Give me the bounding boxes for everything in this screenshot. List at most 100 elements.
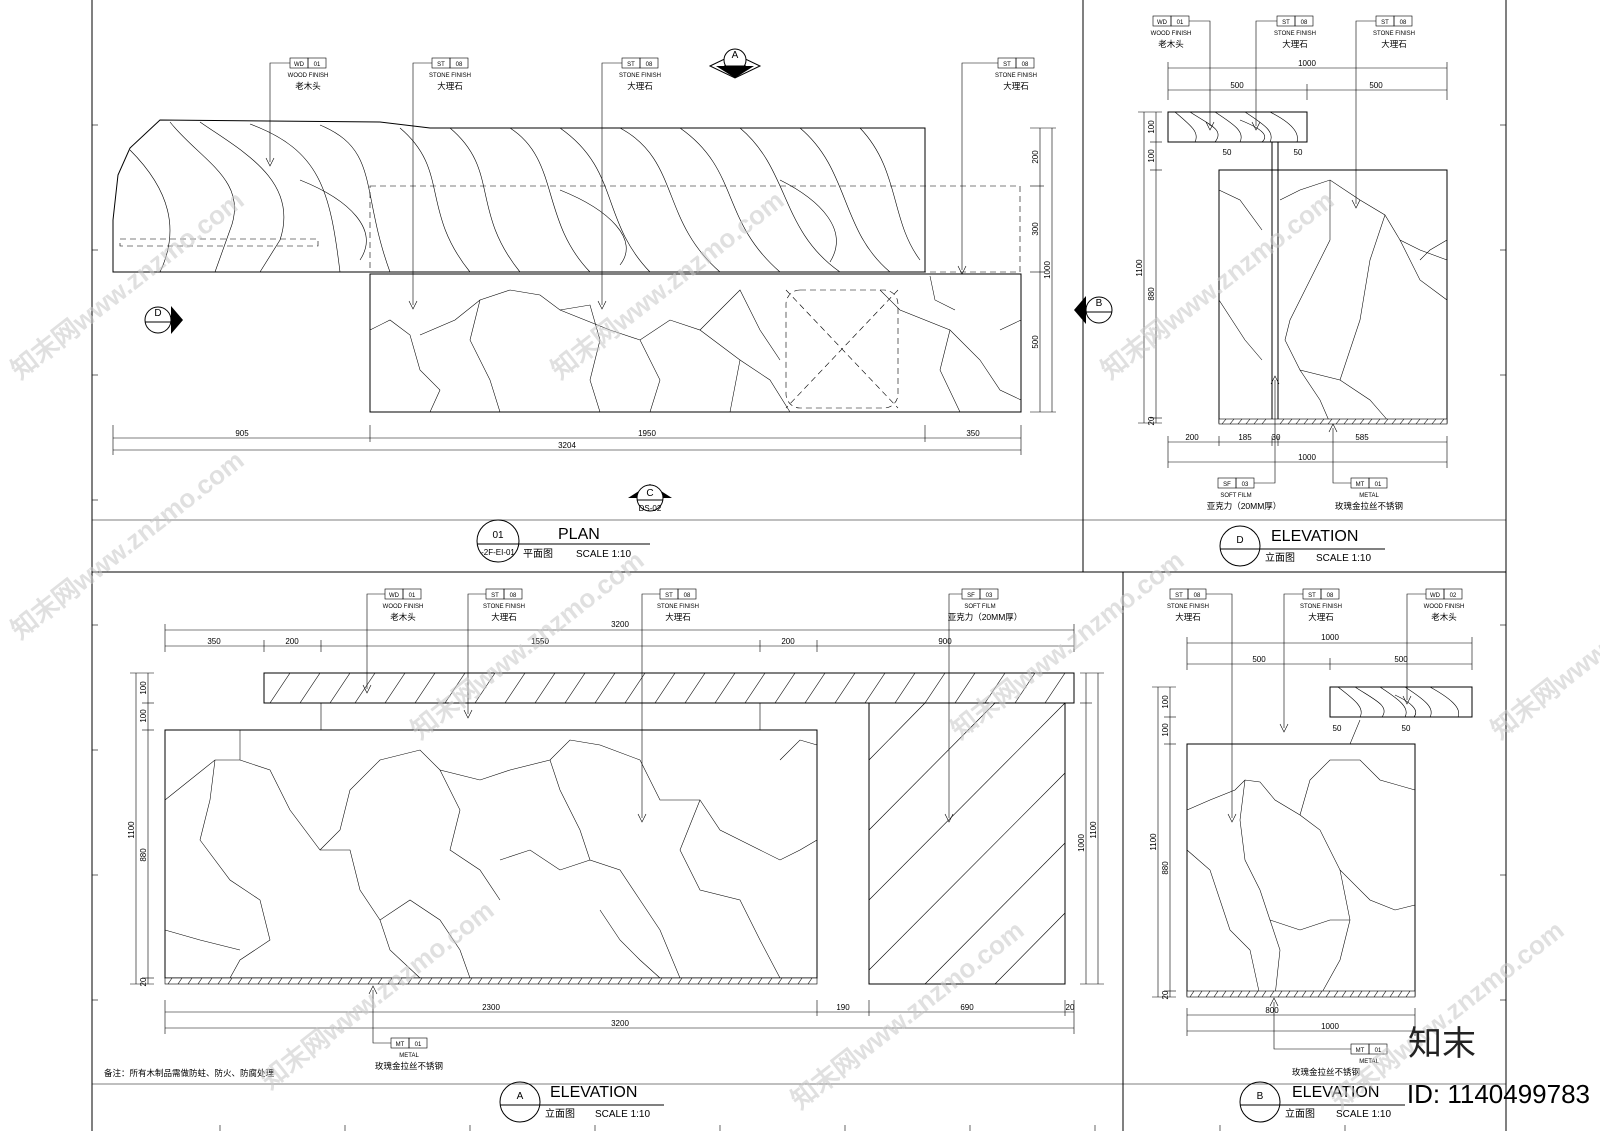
elev-b-metal-base: [1186, 990, 1416, 998]
svg-text:01: 01: [1375, 482, 1382, 488]
plan-dim-500: 500: [1031, 335, 1040, 349]
plan-wood-grain: [129, 121, 921, 273]
svg-text:STONE FINISH: STONE FINISH: [1373, 31, 1415, 37]
svg-text:METAL: METAL: [1359, 493, 1379, 499]
plan-sink-outline: [785, 289, 899, 409]
svg-text:880: 880: [1147, 287, 1156, 301]
svg-text:500: 500: [1369, 81, 1383, 90]
elev-a-title-block: A ELEVATION 立面图 SCALE 1:10: [499, 1081, 664, 1123]
svg-text:ST: ST: [1308, 593, 1316, 599]
svg-text:02: 02: [1450, 593, 1457, 599]
svg-text:DS-02: DS-02: [639, 504, 662, 513]
sheet-frame: [91, 0, 1507, 1131]
svg-text:03: 03: [986, 593, 993, 599]
svg-text:大理石: 大理石: [1282, 39, 1308, 49]
svg-text:大理石: 大理石: [1003, 81, 1029, 91]
svg-text:3200: 3200: [611, 1019, 629, 1028]
svg-text:100: 100: [1147, 149, 1156, 163]
svg-text:03: 03: [1242, 482, 1249, 488]
plan-tag-st08-a: ST 08 STONE FINISH 大理石: [408, 57, 471, 310]
svg-text:585: 585: [1355, 433, 1369, 442]
svg-text:SF: SF: [1223, 482, 1231, 488]
watermark-brand-logo: 知末: [1408, 1025, 1476, 1063]
svg-text:ELEVATION: ELEVATION: [550, 1084, 637, 1101]
elev-b-veins: [1186, 719, 1416, 997]
svg-text:WD: WD: [1430, 593, 1441, 599]
elev-a-veins: [164, 730, 818, 979]
elev-d-wood-top: [1167, 111, 1308, 143]
svg-text:ST: ST: [1003, 62, 1011, 68]
plan-tag-st08-b: ST 08 STONE FINISH 大理石: [597, 57, 661, 310]
plan-dim-3204: 3204: [558, 441, 576, 450]
svg-text:老木头: 老木头: [1431, 612, 1457, 622]
svg-text:190: 190: [836, 1003, 850, 1012]
svg-text:1000: 1000: [1077, 834, 1086, 852]
plan-dim-200: 200: [1031, 150, 1040, 164]
elev-a-dims-left: 100 100 880 1100 20: [127, 672, 154, 986]
svg-text:01: 01: [409, 593, 416, 599]
watermark-text: 知末网www.znzmo.com: [785, 915, 1029, 1115]
svg-text:SF: SF: [967, 593, 975, 599]
svg-text:STONE FINISH: STONE FINISH: [995, 73, 1037, 79]
svg-text:WD: WD: [294, 62, 305, 68]
svg-text:ST: ST: [627, 62, 635, 68]
svg-text:100: 100: [1161, 723, 1170, 737]
svg-text:08: 08: [646, 62, 653, 68]
plan-dim-905: 905: [235, 429, 249, 438]
svg-text:100: 100: [139, 709, 148, 723]
svg-text:-2F-EI-01: -2F-EI-01: [481, 548, 515, 557]
svg-text:500: 500: [1230, 81, 1244, 90]
elev-d-metal-base: [1218, 418, 1448, 425]
svg-text:08: 08: [1327, 593, 1334, 599]
elev-a-tag-st08-a: ST 08 STONE FINISH 大理石: [463, 588, 525, 719]
svg-text:立面图: 立面图: [1285, 1107, 1315, 1120]
svg-text:C: C: [646, 488, 653, 499]
elev-a-tag-mt01: MT 01 METAL 玫瑰金拉丝不锈钢: [368, 985, 443, 1071]
svg-text:STONE FINISH: STONE FINISH: [1274, 31, 1316, 37]
plan-dims-bottom: 905 1950 350 3204: [112, 425, 1022, 455]
svg-text:亚克力（20MM厚）: 亚克力（20MM厚）: [948, 612, 1023, 622]
elev-a-dims-top: 3200 350 200 1550 200 900: [164, 620, 1075, 652]
svg-text:1100: 1100: [1149, 833, 1158, 851]
svg-text:METAL: METAL: [399, 1053, 419, 1059]
svg-text:大理石: 大理石: [437, 81, 463, 91]
elev-b-dims-top: 1000 500 500: [1186, 633, 1473, 670]
section-marker-a: A: [708, 48, 762, 79]
svg-text:50: 50: [1294, 148, 1303, 157]
svg-text:08: 08: [684, 593, 691, 599]
svg-text:MT: MT: [1356, 1048, 1365, 1054]
svg-text:SOFT FILM: SOFT FILM: [1220, 493, 1251, 499]
svg-text:MT: MT: [396, 1042, 405, 1048]
svg-text:PLAN: PLAN: [558, 526, 600, 543]
svg-text:1000: 1000: [1321, 1022, 1339, 1031]
svg-text:WD: WD: [389, 593, 400, 599]
svg-text:大理石: 大理石: [665, 612, 691, 622]
elev-d-dims-top: 1000 500 500: [1167, 59, 1448, 100]
elev-d-tag-st08-a: ST 08 STONE FINISH 大理石: [1251, 15, 1316, 131]
svg-text:MT: MT: [1356, 482, 1365, 488]
svg-text:大理石: 大理石: [491, 612, 517, 622]
svg-text:3200: 3200: [611, 620, 629, 629]
svg-text:08: 08: [1194, 593, 1201, 599]
svg-text:185: 185: [1238, 433, 1252, 442]
elev-a-tag-st08-b: ST 08 STONE FINISH 大理石: [637, 588, 699, 823]
svg-text:500: 500: [1394, 655, 1408, 664]
elev-a-dims-right: 1000 1100: [1077, 672, 1104, 985]
svg-text:50: 50: [1402, 724, 1411, 733]
svg-text:B: B: [1257, 1091, 1264, 1102]
svg-text:1000: 1000: [1298, 453, 1316, 462]
elev-b-wood-top: [1329, 686, 1473, 718]
elev-a-note: 备注：所有木制品需做防蛀、防火、防腐处理: [104, 1068, 275, 1078]
svg-text:08: 08: [1022, 62, 1029, 68]
svg-text:玫瑰金拉丝不锈钢: 玫瑰金拉丝不锈钢: [375, 1061, 443, 1071]
section-marker-d: D: [144, 306, 183, 334]
svg-text:WOOD FINISH: WOOD FINISH: [1424, 604, 1465, 610]
watermark-text: 知末网www.znzmo.com: [945, 545, 1189, 745]
section-marker-b: B: [1074, 296, 1113, 324]
watermark-text: 知末网www.znzmo.com: [5, 185, 249, 385]
elev-b-stone-body: [1186, 743, 1416, 997]
svg-text:ST: ST: [437, 62, 445, 68]
svg-text:100: 100: [139, 681, 148, 695]
svg-text:WOOD FINISH: WOOD FINISH: [288, 73, 329, 79]
